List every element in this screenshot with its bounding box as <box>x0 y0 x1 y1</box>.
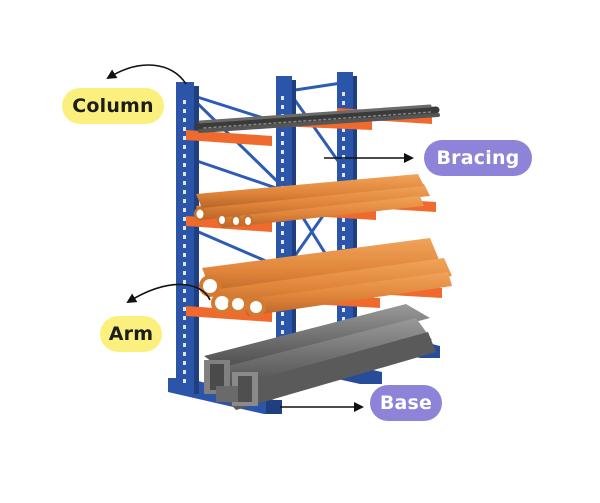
column-hole <box>281 105 284 109</box>
column-hole <box>183 379 186 383</box>
column-hole <box>281 249 284 253</box>
column-hole <box>183 334 186 338</box>
column-hole <box>281 150 284 154</box>
column-hole <box>342 317 345 321</box>
column-hole <box>342 218 345 222</box>
column-hole <box>342 164 345 168</box>
column-hole <box>183 154 186 158</box>
column-hole <box>183 118 186 122</box>
column-hole <box>183 199 186 203</box>
column-hole <box>183 244 186 248</box>
column-hole <box>183 217 186 221</box>
column-hole <box>281 312 284 316</box>
arm-leader-arrow <box>126 283 211 304</box>
column-hole <box>281 330 284 334</box>
column-hole <box>183 190 186 194</box>
column-hole <box>342 227 345 231</box>
rebar-bundle <box>194 104 440 133</box>
column-hole <box>183 352 186 356</box>
column-hole <box>183 163 186 167</box>
column-hole <box>183 316 186 320</box>
column-hole <box>342 146 345 150</box>
column-hole <box>183 100 186 104</box>
column-hole <box>281 168 284 172</box>
bracing-label: Bracing <box>424 140 532 176</box>
column-hole <box>183 361 186 365</box>
column-hole <box>183 226 186 230</box>
column-hole <box>183 136 186 140</box>
column-hole <box>342 155 345 159</box>
column-hole <box>342 92 345 96</box>
column-hole <box>281 141 284 145</box>
column-hole <box>342 128 345 132</box>
column-hole <box>183 109 186 113</box>
pipes-level-2 <box>194 174 430 228</box>
base-label: Base <box>370 385 442 421</box>
column-hole <box>183 253 186 257</box>
column-hole <box>342 101 345 105</box>
column-hole <box>183 271 186 275</box>
column-hole <box>183 298 186 302</box>
column-hole <box>183 262 186 266</box>
column-hole <box>281 231 284 235</box>
column-hole <box>183 181 186 185</box>
column-hole <box>183 127 186 131</box>
column-hole <box>281 321 284 325</box>
column-hole <box>281 159 284 163</box>
column-hole <box>281 96 284 100</box>
column-hole <box>281 240 284 244</box>
column-hole <box>281 177 284 181</box>
column-hole <box>183 370 186 374</box>
arm-label: Arm <box>100 316 162 352</box>
column-hole <box>342 137 345 141</box>
column-hole <box>281 132 284 136</box>
column-hole <box>342 173 345 177</box>
column-hole <box>342 308 345 312</box>
column-label: Column <box>62 88 164 124</box>
column-hole <box>183 307 186 311</box>
column-hole <box>183 235 186 239</box>
column-hole <box>281 222 284 226</box>
column-hole <box>183 280 186 284</box>
column-hole <box>183 172 186 176</box>
column-hole <box>183 145 186 149</box>
column-hole <box>342 245 345 249</box>
column-hole <box>183 343 186 347</box>
column-hole <box>183 325 186 329</box>
column-hole <box>183 289 186 293</box>
column-hole <box>183 208 186 212</box>
column-leader-arrow <box>106 64 187 85</box>
leader-arrows <box>106 64 414 412</box>
steel-beams <box>204 304 436 410</box>
column-hole <box>342 236 345 240</box>
